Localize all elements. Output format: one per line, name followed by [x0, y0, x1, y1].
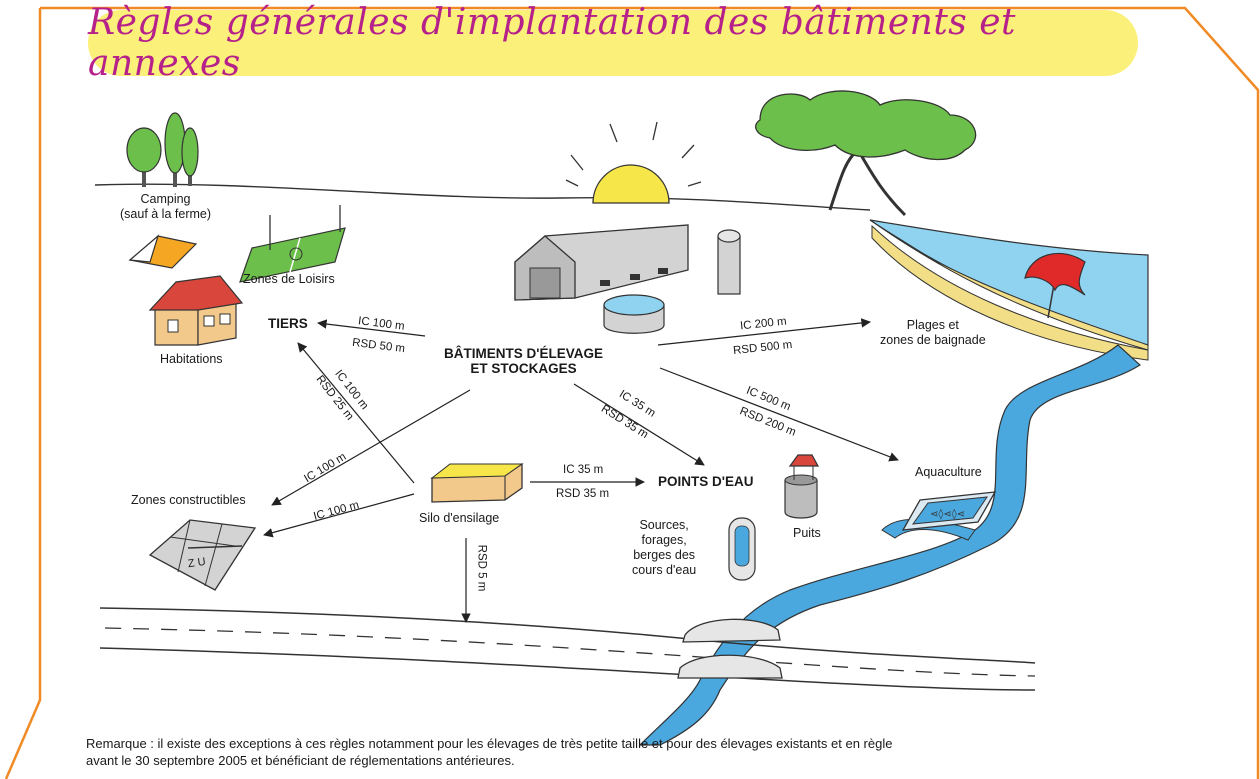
frame-border — [4, 6, 1260, 779]
batiments-line1: BÂTIMENTS D'ÉLEVAGE — [444, 346, 603, 361]
sources-line2: forages, — [641, 533, 687, 547]
title-banner: Règles générales d'implantation des bâti… — [88, 2, 1138, 84]
remarque-note: Remarque : il existe des exceptions à ce… — [86, 735, 1196, 769]
arrow-aquaculture — [659, 367, 899, 462]
svg-text:⋖◊⋖◊⋖: ⋖◊⋖◊⋖ — [930, 508, 965, 520]
arrow-points-eau — [573, 383, 705, 466]
pool-icon — [603, 294, 665, 334]
arrow-bat-zc — [271, 389, 471, 506]
silo-icon — [717, 229, 741, 295]
note-line2: avant le 30 septembre 2005 et bénéfician… — [86, 753, 515, 768]
zones-constructibles-label: Zones constructibles — [131, 493, 246, 507]
plages-line1: Plages et — [906, 318, 959, 332]
sun-icon — [565, 121, 702, 204]
source-icon — [728, 517, 756, 581]
horizon-line — [94, 183, 871, 211]
well-icon — [784, 454, 820, 519]
note-line1: Remarque : il existe des exceptions à ce… — [86, 736, 893, 751]
river — [638, 344, 1141, 746]
batiments-line2: ET STOCKAGES — [470, 361, 577, 376]
batiments-label: BÂTIMENTS D'ÉLEVAGE ET STOCKAGES — [444, 346, 603, 376]
camping-subtext: (sauf à la ferme) — [120, 207, 212, 221]
silo-label: Silo d'ensilage — [419, 511, 500, 525]
tiers-label: TIERS — [268, 316, 308, 331]
tent-icon — [128, 234, 198, 269]
arrow-silo-tiers — [297, 342, 415, 484]
zu-label: Z U — [187, 555, 207, 571]
plages-label: Plages et zones de baignade — [880, 318, 986, 348]
soccer-field-icon — [239, 205, 346, 283]
arrows — [263, 318, 899, 623]
bridge-icon — [677, 618, 783, 679]
sources-line1: Sources, — [639, 518, 689, 532]
camping-label: Camping (sauf à la ferme) — [120, 192, 211, 222]
dist-silo-eau-rsd: RSD 35 m — [556, 488, 610, 500]
plages-line2: zones de baignade — [880, 333, 986, 347]
silage-box-icon — [430, 463, 524, 503]
road — [99, 607, 1036, 691]
sources-line3: berges des — [633, 548, 696, 562]
puits-label: Puits — [793, 526, 821, 540]
beach — [869, 219, 1149, 351]
points-eau-label: POINTS D'EAU — [658, 474, 754, 489]
dist-silo-route-rsd: RSD 5 m — [475, 544, 488, 592]
arrow-tiers — [317, 319, 426, 337]
camping-text: Camping — [140, 192, 191, 206]
arrow-silo-zc — [263, 493, 415, 538]
fish-pond-icon: ⋖◊⋖◊⋖ — [901, 491, 997, 531]
tree-icon — [755, 90, 977, 217]
dist-silo-eau-ic: IC 35 m — [563, 464, 604, 476]
plot-grid-icon — [148, 519, 257, 591]
habitations-label: Habitations — [160, 352, 223, 366]
page-title: Règles générales d'implantation des bâti… — [88, 2, 1016, 84]
tree-icon — [126, 112, 199, 187]
sources-line4: cours d'eau — [632, 563, 697, 577]
loisirs-label: Zones de Loisirs — [243, 272, 335, 286]
sources-label: Sources, forages, berges des cours d'eau — [632, 518, 696, 578]
house-icon — [148, 275, 244, 346]
umbrella-icon — [1024, 253, 1086, 319]
barn-icon — [514, 224, 689, 301]
arrow-plages — [657, 318, 871, 346]
aquaculture-label: Aquaculture — [915, 465, 982, 479]
